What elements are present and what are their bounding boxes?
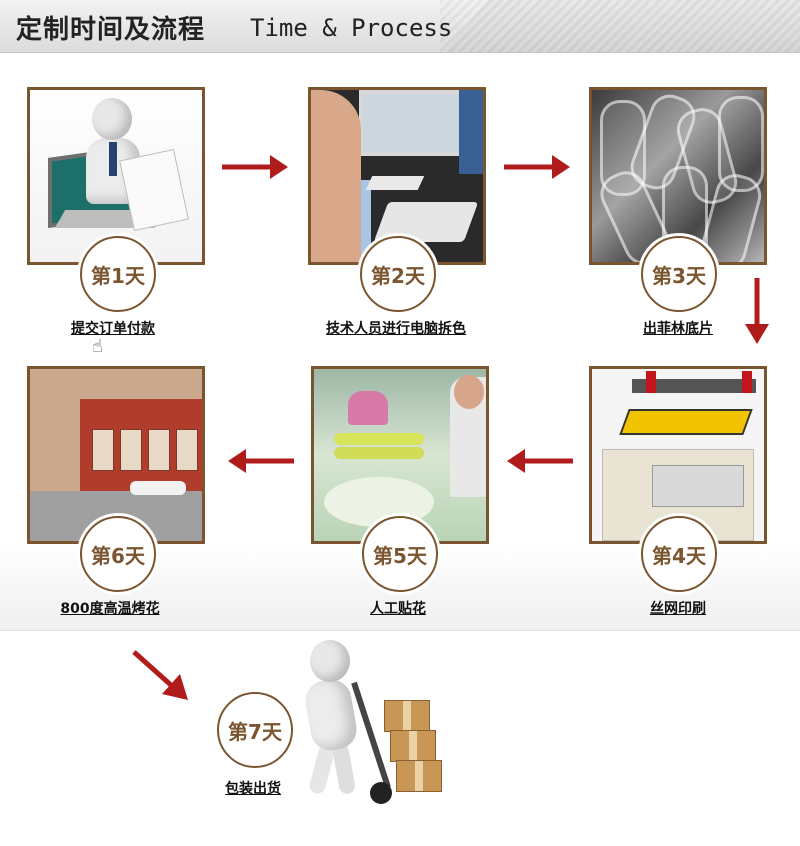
arrow-down-icon [742, 276, 772, 346]
page-subtitle: Time & Process [250, 14, 452, 42]
step-3-day-badge: 第3天 [641, 236, 717, 312]
step-1-label: 提交订单付款 [71, 318, 155, 338]
arrow-diagonal-icon [130, 648, 192, 704]
step-7-label: 包装出货 [225, 778, 281, 798]
arrow-left-icon [226, 446, 296, 476]
page-header: 定制时间及流程 Time & Process [0, 0, 800, 53]
page-title: 定制时间及流程 [16, 9, 205, 46]
header-stripes [440, 0, 800, 52]
step-2-label: 技术人员进行电脑拆色 [326, 318, 466, 338]
step-3-label: 出菲林底片 [643, 318, 713, 338]
step-5-label: 人工贴花 [370, 598, 426, 618]
step-6-label: 800度高温烤花 [60, 598, 159, 618]
step-7-day-badge: 第7天 [217, 692, 293, 768]
arrow-right-icon [220, 152, 290, 182]
step-6-day-badge: 第6天 [80, 516, 156, 592]
hand-cursor-icon: ☝ [92, 336, 103, 357]
arrow-left-icon [505, 446, 575, 476]
step-4-day-badge: 第4天 [641, 516, 717, 592]
step-2-day-badge: 第2天 [360, 236, 436, 312]
step-4-label: 丝网印刷 [650, 598, 706, 618]
step-5-day-badge: 第5天 [362, 516, 438, 592]
step-1-day-badge: 第1天 [80, 236, 156, 312]
arrow-right-icon [502, 152, 572, 182]
delivery-illustration [300, 640, 460, 810]
